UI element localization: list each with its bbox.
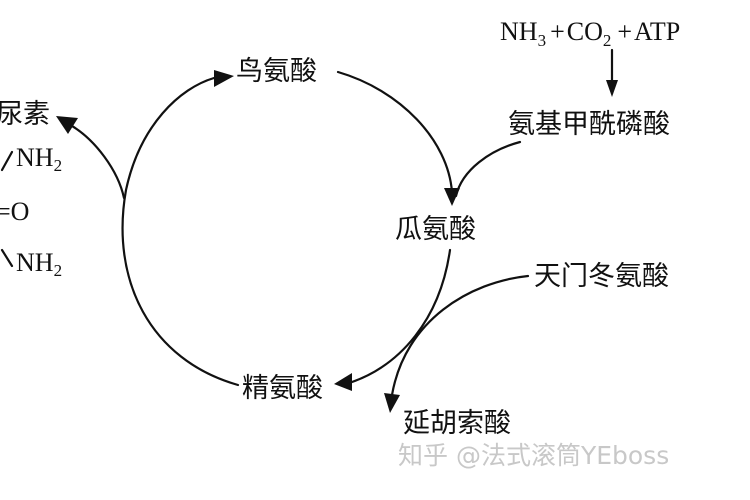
urea-bottom-nh2: NH2 — [16, 248, 62, 280]
arrow-aspartate-to-fumarate — [384, 274, 530, 413]
plus-sign-1: + — [550, 17, 565, 46]
urea-carbonyl: =O — [0, 197, 29, 226]
urea-top-nh2: NH2 — [16, 143, 62, 175]
node-aspartate: 天门冬氨酸 — [534, 261, 669, 292]
nh3-label: NH — [500, 17, 538, 46]
arrow-carbamoyl-to-citrulline — [454, 140, 522, 198]
node-arginine: 精氨酸 — [242, 373, 323, 404]
plus-sign-2: + — [617, 17, 632, 46]
co2-label: CO — [567, 17, 603, 46]
nh3-subscript: 3 — [538, 31, 547, 50]
watermark: 知乎 @法式滚筒YEboss — [398, 441, 669, 470]
reactants-formula: NH3+CO2+ATP — [500, 17, 680, 50]
atp-label: ATP — [634, 17, 680, 46]
co2-subscript: 2 — [603, 31, 612, 50]
arrow-citrulline-to-arginine — [334, 248, 452, 391]
node-citrulline: 瓜氨酸 — [395, 214, 476, 245]
node-urea: 尿素 — [0, 99, 50, 130]
node-carbamoyl-phosphate: 氨基甲酰磷酸 — [508, 109, 670, 140]
node-fumarate: 延胡索酸 — [403, 408, 511, 439]
node-ornithine: 鸟氨酸 — [236, 56, 317, 87]
arrow-to-urea — [56, 116, 126, 200]
arrow-arginine-to-ornithine — [121, 70, 240, 387]
arrow-reactants-to-carbamoyl — [606, 48, 618, 97]
arrow-ornithine-to-citrulline — [336, 70, 460, 206]
urea-structure: NH2 =O NH2 — [0, 143, 62, 280]
